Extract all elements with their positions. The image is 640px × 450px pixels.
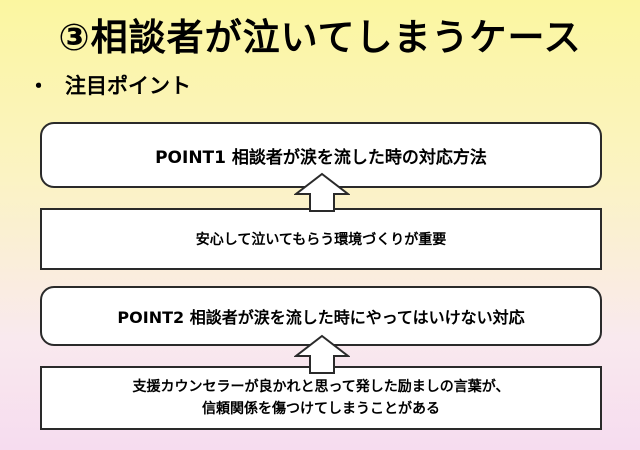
point1-title: POINT1 相談者が涙を流した時の対応方法 (155, 147, 487, 168)
point2-detail-line2: 信頼関係を傷つけてしまうことがある (202, 401, 440, 417)
up-arrow-icon (294, 334, 350, 374)
point2-detail-box: 支援カウンセラーが良かれと思って発した励ましの言葉が、 信頼関係を傷つけてしまう… (40, 366, 602, 430)
point2-title: POINT2 相談者が涙を流した時にやってはいけない対応 (117, 308, 525, 327)
bullet: ・ (28, 74, 49, 98)
up-arrow-icon (294, 172, 350, 212)
point1-detail-box: 安心して泣いてもらう環境づくりが重要 (40, 208, 602, 270)
subtitle: ・注目ポイント (28, 72, 191, 100)
subtitle-label: 注目ポイント (65, 74, 191, 98)
slide-title: ③相談者が泣いてしまうケース (58, 16, 582, 59)
point1-detail: 安心して泣いてもらう環境づくりが重要 (195, 232, 447, 248)
point2-detail-line1: 支援カウンセラーが良かれと思って発した励ましの言葉が、 (132, 379, 510, 395)
